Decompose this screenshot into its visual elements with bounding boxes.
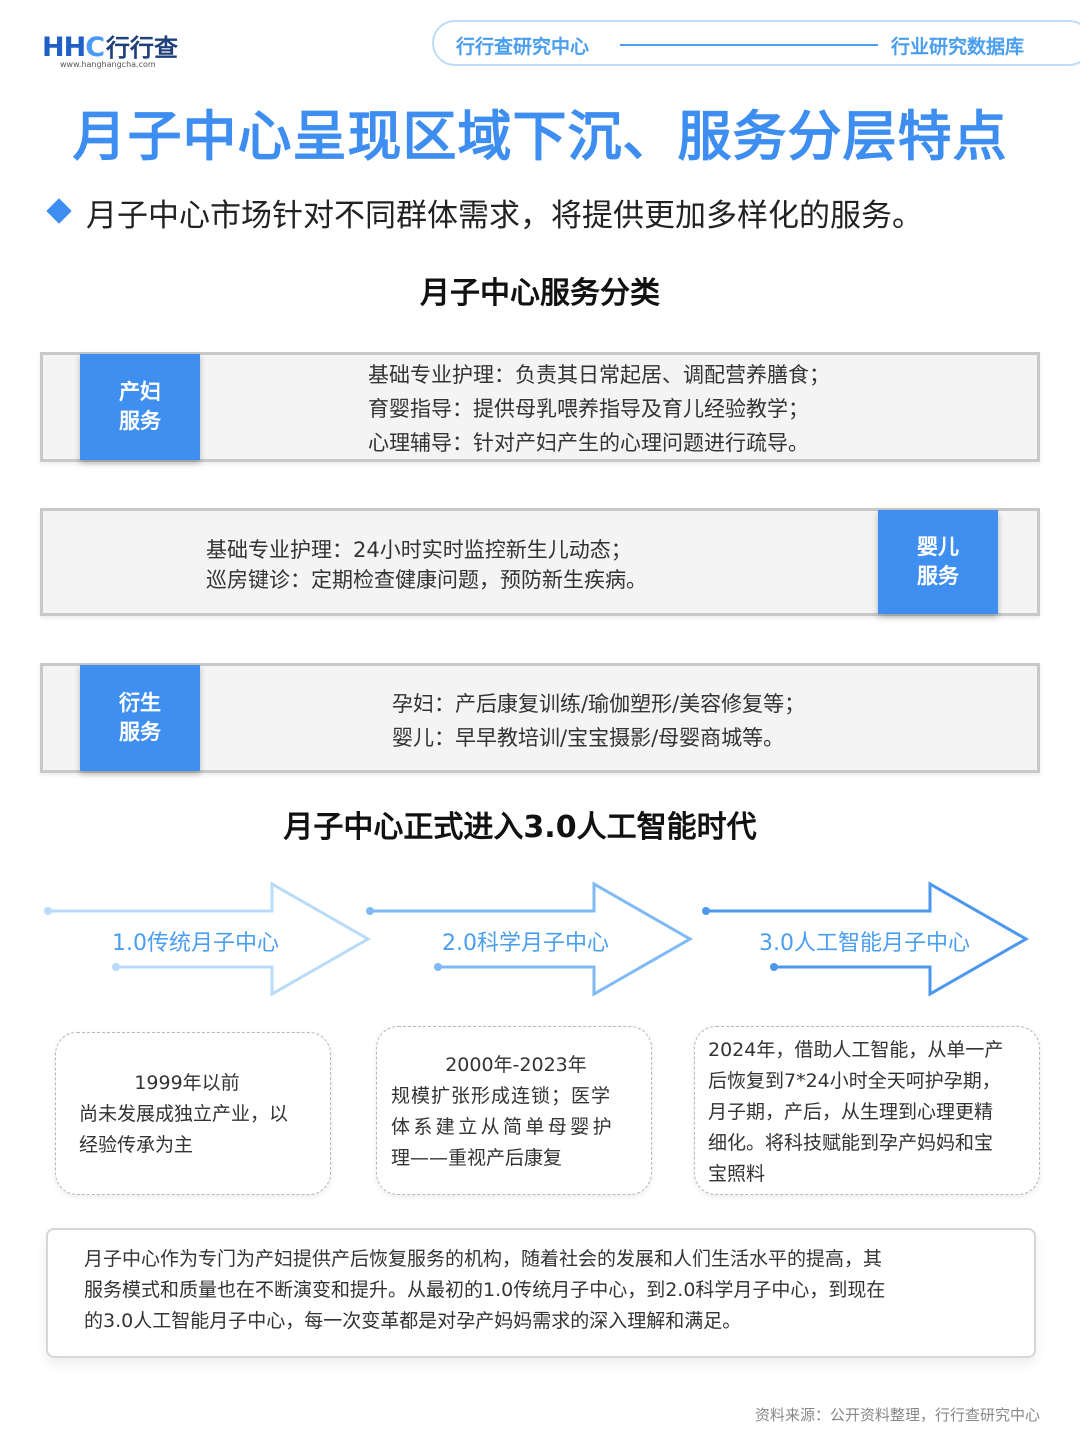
maternal-tag-line1: 产妇 — [119, 380, 161, 404]
era-detail-box-2 — [376, 1026, 652, 1195]
era-1-line: 尚未发展成独立产业，以 — [79, 1103, 289, 1125]
maternal-service-line: 心理辅导：针对产妇产生的心理问题进行疏导。 — [368, 431, 809, 455]
era-arrow-2-icon — [366, 881, 694, 997]
source-note: 资料来源：公开资料整理，行行查研究中心 — [754, 1406, 1040, 1424]
diamond-bullet-icon — [46, 198, 72, 224]
maternal-service-line: 基础专业护理：负责其日常起居、调配营养膳食； — [368, 363, 830, 387]
page-title: 月子中心呈现区域下沉、服务分层特点 — [72, 105, 1008, 168]
era-2-line: 体系建立从简单母婴护 — [391, 1116, 616, 1138]
era-3-line: 2024年，借助人工智能，从单一产 — [708, 1039, 1004, 1061]
era-1-line: 1999年以前 — [134, 1072, 240, 1094]
derivative-service-tag: 衍生服务 — [80, 665, 200, 771]
era-detail-text-1: 1999年以前 尚未发展成独立产业，以 经验传承为主 — [79, 1068, 319, 1161]
era-2-line: 规模扩张形成连锁；医学 — [391, 1085, 612, 1107]
era-1-line: 经验传承为主 — [79, 1134, 194, 1156]
era-label-1: 1.0传统月子中心 — [112, 931, 279, 956]
summary-text: 月子中心作为专门为产妇提供产后恢复服务的机构，随着社会的发展和人们生活水平的提高… — [84, 1244, 1004, 1337]
derivative-service-line: 孕妇：产后康复训练/瑜伽塑形/美容修复等； — [392, 692, 806, 716]
infant-service-tag: 婴儿服务 — [878, 510, 998, 614]
era-detail-text-2: 2000年-2023年 规模扩张形成连锁；医学 体系建立从简单母婴护 理——重视… — [391, 1050, 641, 1174]
era-2-line: 理——重视产后康复 — [391, 1147, 563, 1169]
maternal-tag-line2: 服务 — [119, 409, 161, 433]
era-detail-box-3 — [694, 1026, 1040, 1195]
summary-line: 服务模式和质量也在不断演变和提升。从最初的1.0传统月子中心，到2.0科学月子中… — [84, 1279, 886, 1301]
derivative-service-line: 婴儿：早早教培训/宝宝摄影/母婴商城等。 — [392, 726, 785, 750]
era-3-line: 后恢复到7*24小时全天呵护孕期， — [708, 1070, 1001, 1092]
maternal-service-panel — [40, 352, 1040, 462]
infant-tag-line2: 服务 — [917, 564, 959, 588]
era-arrow-1-icon — [44, 881, 372, 997]
maternal-service-tag: 产妇服务 — [80, 354, 200, 460]
header-left-label: 行行查研究中心 — [456, 36, 590, 58]
era-label-2: 2.0科学月子中心 — [442, 931, 609, 956]
logo: HHC行行查 — [42, 28, 178, 63]
derivative-tag-line2: 服务 — [119, 720, 161, 744]
logo-url: www.hanghangcha.com — [60, 60, 156, 69]
header-divider-line — [620, 44, 878, 46]
summary-line: 月子中心作为专门为产妇提供产后恢复服务的机构，随着社会的发展和人们生活水平的提高… — [84, 1248, 883, 1270]
era-3-line: 细化。将科技赋能到孕产妈妈和宝 — [708, 1132, 994, 1154]
infant-service-line: 基础专业护理：24小时实时监控新生儿动态； — [206, 538, 632, 562]
era-3-line: 宝照料 — [708, 1163, 766, 1185]
header-right-label: 行业研究数据库 — [891, 36, 1025, 58]
era-detail-box-1 — [55, 1032, 331, 1195]
derivative-service-panel — [40, 663, 1040, 773]
logo-mark-hh: HH — [42, 32, 86, 63]
era-2-line: 2000年-2023年 — [445, 1054, 587, 1076]
summary-box — [46, 1228, 1036, 1358]
era-detail-text-3: 2024年，借助人工智能，从单一产 后恢复到7*24小时全天呵护孕期， 月子期，… — [708, 1035, 1034, 1190]
derivative-tag-line1: 衍生 — [119, 691, 161, 715]
page-subtitle: 月子中心市场针对不同群体需求，将提供更加多样化的服务。 — [86, 198, 923, 234]
infant-service-line: 巡房键诊：定期检查健康问题，预防新生疾病。 — [206, 568, 647, 592]
maternal-service-line: 育婴指导：提供母乳喂养指导及育儿经验教学； — [368, 397, 809, 421]
infant-tag-line1: 婴儿 — [917, 535, 959, 559]
logo-chinese: 行行查 — [106, 34, 179, 62]
era-label-3: 3.0人工智能月子中心 — [759, 931, 970, 956]
logo-mark-c: C — [85, 32, 105, 63]
services-heading: 月子中心服务分类 — [420, 276, 660, 311]
era-arrows — [44, 881, 1030, 997]
era-arrow-3-icon — [702, 881, 1030, 997]
infant-service-panel — [40, 508, 1040, 616]
summary-line: 的3.0人工智能月子中心，每一次变革都是对孕产妈妈需求的深入理解和满足。 — [84, 1310, 742, 1332]
header-pill — [432, 20, 1080, 66]
era-3-line: 月子期，产后，从生理到心理更精 — [708, 1101, 994, 1123]
eras-heading: 月子中心正式进入3.0人工智能时代 — [283, 810, 757, 845]
